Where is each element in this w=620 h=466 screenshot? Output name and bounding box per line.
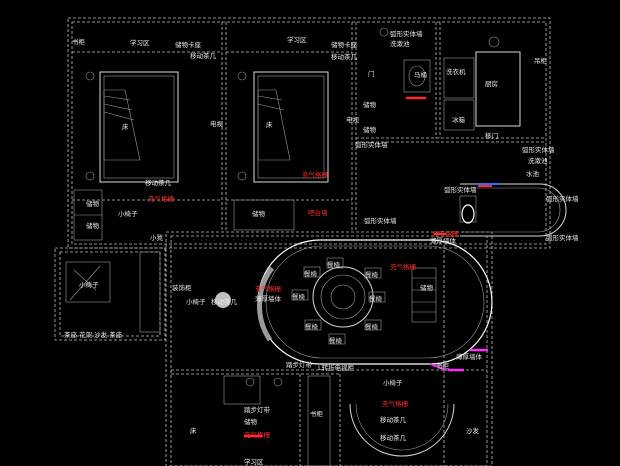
label-washer: 洗衣机 [446,67,466,76]
label-toilet: 马桶 [414,70,427,79]
dining-chairs [291,257,386,345]
label-storage-left-a: 储物 [86,199,100,208]
label-storage-dining: 储物 [420,283,434,292]
label-bar-wall-middle: 吧台墙 [308,208,328,217]
label-arc-wall-center: 弧形实体墙 [364,216,397,225]
label-storage-bottom: 储物 [244,417,258,426]
label-arc-wall-top: 弧形实体墙 [390,29,423,38]
label-movable-table-bottom-b: 移动茶几 [380,433,407,442]
label-thin-wall-bottom-right: 薄厚墙体 [456,352,483,361]
label-arc-wall-right-top: 弧形实体墙 [522,145,555,154]
label-movable-table-left: 移动茶几 [190,51,217,60]
bathroom-fixtures [379,27,521,131]
label-movable-table-living: 移动茶几 [211,297,238,306]
label-study-left-side: 书柜 [72,37,86,46]
label-arc-wall-bottom: 弧形实体墙 [546,233,579,242]
label-storage-center-1: 储物 [363,100,377,109]
arc-wall-right [459,183,567,237]
label-decor-cabinet: 装饰柜 [172,283,192,292]
label-tv-middle: 电视 [346,115,360,124]
label-chair-4: 餐椅 [292,292,306,301]
label-storage-middle: 储物卡座 [331,40,358,49]
label-washing-right: 洗漱池 [528,156,548,165]
label-thin-wall-right: 薄厚墙体 [430,236,457,245]
bed-middle [237,71,329,183]
label-fill-wall-living: 充气格栅 [255,284,282,293]
label-storage-left-b: 储物 [86,221,100,230]
label-study-bottom: 学习区 [244,457,264,466]
round-side-table [215,292,231,308]
label-fill-wall-right: 充气格栅 [432,229,459,238]
label-l-tv-cabinet: L转折电视柜 [318,363,355,372]
wardrobes [73,189,331,466]
label-kitchen: 厨房 [485,79,498,88]
label-sliding-door: 移门 [485,131,498,140]
label-chair-2: 餐椅 [327,260,341,269]
label-movable-table-middle: 移动茶几 [331,52,358,61]
magenta-markers [244,96,488,438]
label-bed-bottom: 床 [190,426,197,435]
label-hanging-cabinet: 吊柜 [534,56,548,65]
label-chair-5: 餐椅 [369,294,383,303]
label-bed-middle: 床 [266,120,273,129]
label-small-ledge: 小凳 [150,233,164,242]
label-tv-left: 电视 [210,119,224,128]
label-step-light-top: 踏步灯带 [286,360,313,369]
label-chair-1: 餐椅 [304,269,318,278]
label-fridge: 冰箱 [452,115,466,124]
label-step-light: 踏步灯带 [244,405,271,414]
label-bookshelf-right: 书柜 [436,361,450,370]
label-study-left: 学习区 [130,38,150,47]
label-storage-left: 储物卡座 [175,40,202,49]
label-study-middle: 学习区 [287,35,307,44]
label-movable-table-bottom-a: 移动茶几 [380,415,407,424]
corner-chair-room [65,261,111,303]
label-fill-wall-dining: 充气格栅 [390,262,417,271]
label-chair-8: 餐椅 [329,336,343,345]
label-arc-wall-far-right: 弧形实体墙 [546,194,579,203]
label-storage-middle-a: 储物 [252,209,266,218]
label-door: 门 [368,69,375,78]
label-fill-wall-left: 充气格栅 [148,194,175,203]
label-small-chair-bottom: 小椅子 [383,378,403,387]
label-small-chair-left: 小椅子 [118,209,138,218]
label-bookshelf: 书柜 [310,409,324,418]
label-small-chair-living: 小椅子 [186,297,206,306]
label-arc-wall-mid: 弧形实体墙 [355,140,388,149]
label-sofa: 沙发 [466,426,480,435]
label-fill-wall-middle: 充气格栅 [302,170,329,179]
label-bed-left: 床 [122,122,129,131]
bed-left [85,71,179,183]
label-arc-wall-right: 弧形实体墙 [444,185,477,194]
label-fill-wall-bottom: 充气格栅 [382,399,409,408]
label-washing-top: 洗漱池 [390,39,410,48]
lower-round-area [223,363,455,457]
label-fill-wall-bottom-left: 充气格栅 [244,430,271,439]
label-storage-center-2: 储物 [363,125,377,134]
label-chair-7: 餐椅 [365,322,379,331]
label-thin-wall-living: 薄厚墙体 [255,294,282,303]
label-small-chair-corner: 小椅子 [79,280,99,289]
label-sink: 水池 [526,169,540,178]
label-movable-table-bottom: 移动茶几 [145,178,172,187]
label-chair-3: 餐椅 [365,270,379,279]
label-bottom-left-note: 茶座 花架 沙发 茶座 [64,330,123,339]
plan-labels: 书柜 学习区 储物卡座 移动茶几 学习区 储物卡座 移动茶几 弧形实体墙 洗漱池… [64,29,579,466]
label-chair-6: 餐椅 [305,322,319,331]
